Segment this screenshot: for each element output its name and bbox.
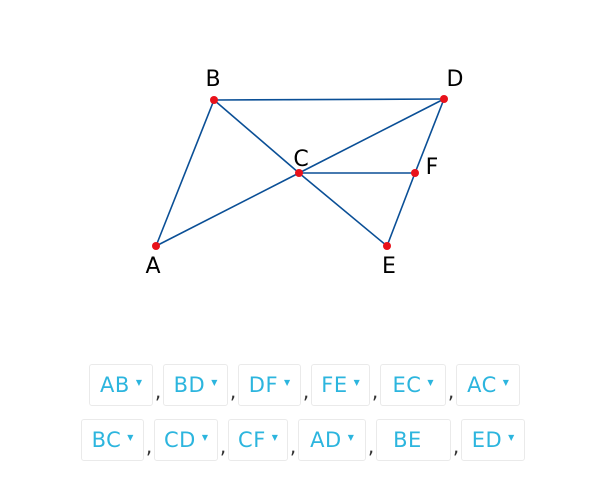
segment-ab (155, 99, 215, 247)
dropdown-arrow-icon: ▼ (127, 432, 134, 442)
separator-comma: , (219, 434, 227, 458)
point-a (152, 242, 160, 250)
segment-dropdown-label: BE (393, 428, 422, 452)
segment-dropdown-cf[interactable]: CF ▼ (228, 419, 288, 461)
segment-dropdown-label: BC (91, 428, 122, 452)
segment-dropdown-fe[interactable]: FE ▼ (311, 364, 370, 406)
point-label-e: E (382, 254, 396, 279)
separator-comma: , (229, 379, 237, 403)
segment-bd (213, 98, 445, 101)
point-label-b: B (205, 67, 220, 92)
segment-df (414, 98, 445, 174)
segment-dropdown-ac[interactable]: AC ▼ (456, 364, 520, 406)
separator-comma: , (154, 379, 162, 403)
dropdown-arrow-icon: ▼ (502, 377, 509, 387)
separator-comma: , (447, 379, 455, 403)
geometry-figure: A B C D E F (145, 67, 463, 279)
dropdown-arrow-icon: ▼ (211, 377, 218, 387)
segment-dropdown-be[interactable]: BE▼ (376, 419, 451, 461)
figure-point-labels: A B C D E F (145, 67, 463, 279)
segment-dropdown-df[interactable]: DF ▼ (238, 364, 301, 406)
dropdown-arrow-icon: ▼ (135, 377, 142, 387)
segment-dropdown-ad[interactable]: AD ▼ (298, 419, 366, 461)
point-label-a: A (145, 254, 160, 279)
segment-cd (298, 98, 445, 174)
point-c (295, 169, 303, 177)
separator-comma: , (367, 434, 375, 458)
dropdown-arrow-icon: ▼ (271, 432, 278, 442)
segment-dropdown-ec[interactable]: EC ▼ (380, 364, 446, 406)
segment-dropdown-ab[interactable]: AB ▼ (89, 364, 153, 406)
segment-dropdown-bd[interactable]: BD ▼ (163, 364, 228, 406)
point-label-d: D (447, 67, 464, 92)
segment-ec (298, 172, 388, 247)
segment-dropdown-label: AB (100, 373, 130, 397)
segment-dropdown-label: BD (173, 373, 206, 397)
point-e (383, 242, 391, 250)
dropdown-arrow-icon: ▼ (201, 432, 208, 442)
segment-dropdown-label: EC (392, 373, 422, 397)
point-label-c: C (293, 147, 308, 172)
figure-segments (155, 98, 445, 247)
separator-comma: , (145, 434, 153, 458)
answer-row-1: AB ▼, BD ▼, DF ▼, FE ▼, EC ▼, AC ▼ (89, 363, 520, 407)
point-f (411, 169, 419, 177)
dropdown-arrow-icon: ▼ (427, 377, 434, 387)
segment-dropdown-label: ED (471, 428, 503, 452)
separator-comma: , (289, 434, 297, 458)
segment-dropdown-label: DF (248, 373, 279, 397)
segment-dropdown-label: CF (238, 428, 266, 452)
segment-cb (213, 99, 300, 174)
separator-comma: , (302, 379, 310, 403)
segment-fe (386, 172, 416, 247)
answer-row-2: BC▼,CD▼,CF▼,AD▼,BE▼,ED▼ (81, 418, 525, 462)
segment-dropdown-label: AC (467, 373, 497, 397)
separator-comma: , (371, 379, 379, 403)
dropdown-arrow-icon: ▼ (284, 377, 291, 387)
point-b (210, 96, 218, 104)
point-d (440, 95, 448, 103)
segment-dropdown-label: AD (310, 428, 342, 452)
segment-dropdown-label: CD (164, 428, 196, 452)
dropdown-arrow-icon: ▼ (353, 377, 360, 387)
segment-ac (155, 172, 300, 247)
segment-dropdown-label: FE (321, 373, 348, 397)
figure-points (152, 95, 448, 250)
dropdown-arrow-icon: ▼ (347, 432, 354, 442)
separator-comma: , (452, 434, 460, 458)
segment-dropdown-ed[interactable]: ED ▼ (461, 419, 525, 461)
segment-dropdown-cd[interactable]: CD ▼ (154, 419, 218, 461)
segment-dropdown-bc[interactable]: BC ▼ (81, 419, 144, 461)
point-label-f: F (426, 155, 439, 180)
dropdown-arrow-icon: ▼ (508, 432, 515, 442)
